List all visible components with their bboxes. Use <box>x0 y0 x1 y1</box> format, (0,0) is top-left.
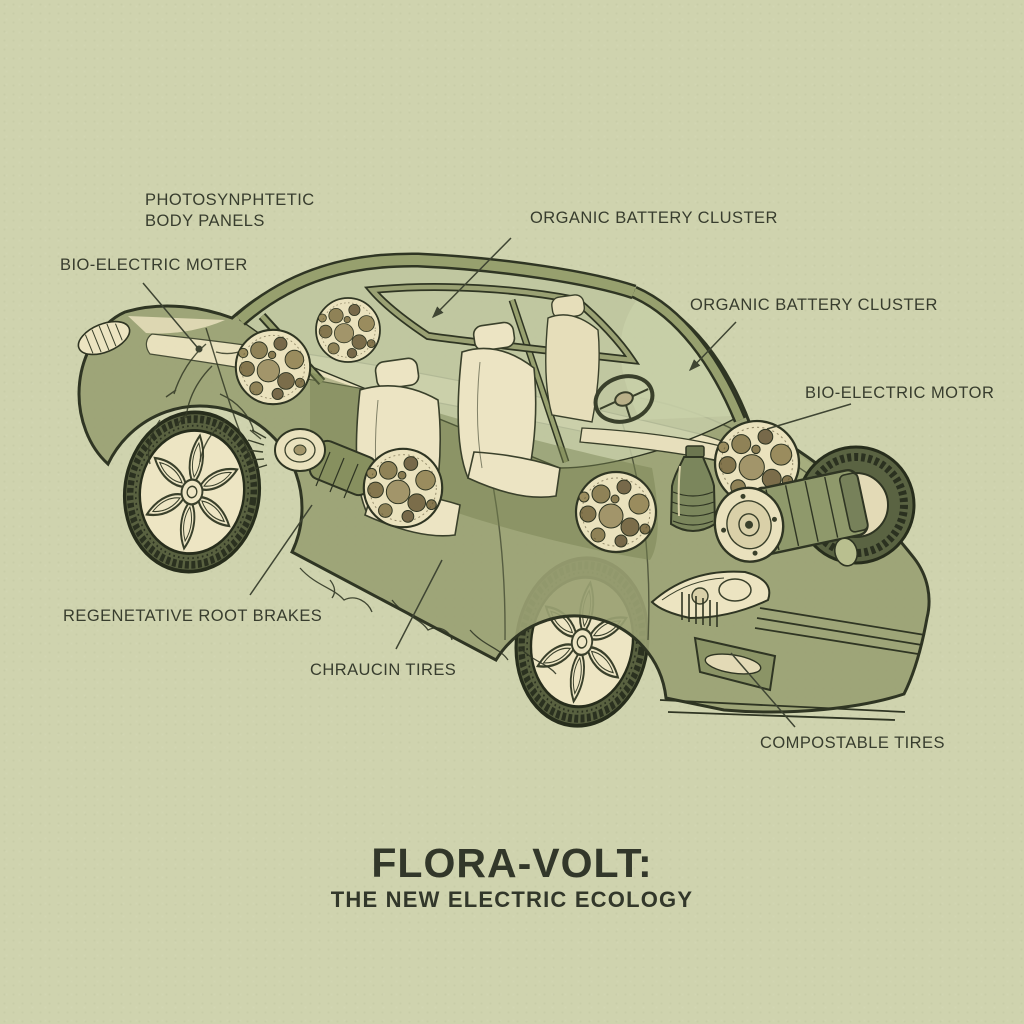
leader-bio-electric-motor-right <box>766 403 852 430</box>
label-organic-battery-cluster-right: ORGANIC BATTERY CLUSTER <box>690 296 938 314</box>
root-texture <box>299 567 557 675</box>
label-regenetative-root-brakes: REGENETATIVE ROOT BRAKES <box>63 607 323 625</box>
leader-organic-battery-top <box>431 237 512 319</box>
charge-port <box>833 537 859 567</box>
leaf-vein-texture <box>147 327 262 465</box>
rear-deck-highlight <box>128 316 225 334</box>
bio-motor-right <box>713 469 869 563</box>
sap-bottle <box>669 445 717 532</box>
a-pillar <box>631 286 747 423</box>
leader-compostable-tires <box>730 652 796 728</box>
label-compostable-tires: COMPOSTABLE TIRES <box>760 734 945 752</box>
taillight <box>77 320 131 356</box>
leader-organic-battery-right <box>688 321 737 372</box>
label-chraucin-tires: CHRAUCIN TIRES <box>310 661 457 679</box>
poster-subtitle: THE NEW ELECTRIC ECOLOGY <box>330 887 694 912</box>
title-block: FLORA-VOLT: THE NEW ELECTRIC ECOLOGY <box>0 841 1024 913</box>
label-bio-electric-motor-right: BIO-ELECTRIC MOTOR <box>805 384 995 402</box>
rear-wheel <box>114 404 269 581</box>
b-pillar <box>508 298 570 464</box>
battery-ball-1 <box>234 328 312 406</box>
battery-ball-3 <box>362 447 444 529</box>
label-photosynthetic-body-panels: PHOTOSYNPHTETIC BODY PANELS <box>145 191 315 230</box>
label-bio-electric-moter-left: BIO-ELECTRIC MOTER <box>60 256 248 274</box>
leader-regenetative-root-brakes <box>249 504 313 596</box>
fog-recess <box>693 636 777 692</box>
roof-frame <box>235 252 637 326</box>
steering-wheel <box>593 374 655 424</box>
leader-lines <box>142 237 852 728</box>
grille-slats <box>681 592 718 627</box>
poster-title: FLORA-VOLT: <box>371 840 653 886</box>
label-organic-battery-cluster-top: ORGANIC BATTERY CLUSTER <box>530 209 778 227</box>
far-seat <box>545 294 600 423</box>
front-seat <box>457 321 561 498</box>
battery-ball-4 <box>574 470 658 554</box>
windshield <box>620 296 732 420</box>
battery-ball-2 <box>315 297 381 363</box>
sunroof-frame <box>363 283 641 365</box>
leader-bio-electric-moter-left <box>142 282 203 353</box>
leader-chraucin-tires <box>395 559 443 650</box>
bio-motor-left <box>246 428 378 499</box>
bumper-strips <box>659 607 926 721</box>
